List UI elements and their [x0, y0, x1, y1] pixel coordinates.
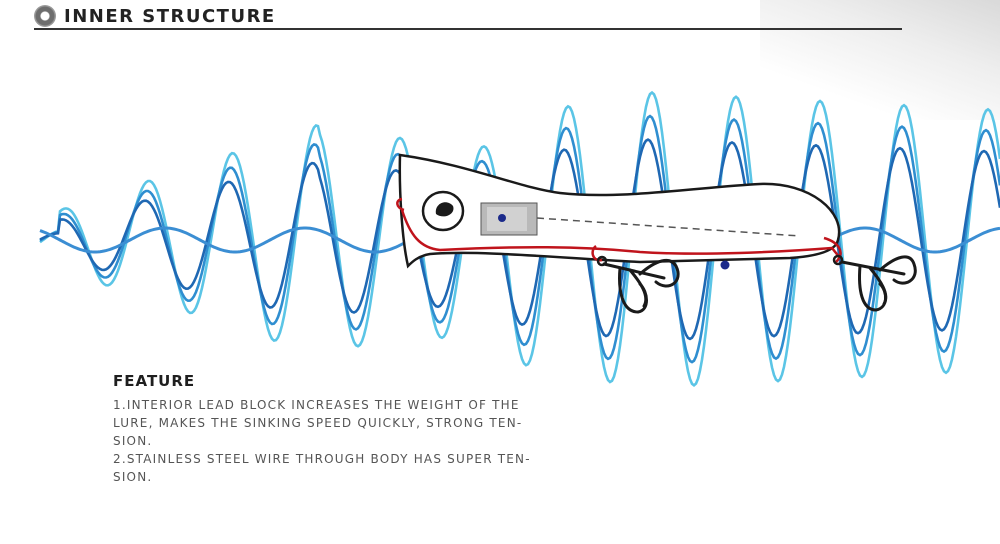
lure-body [396, 153, 842, 270]
line-tie-eye [396, 197, 405, 212]
lure-pupil [435, 202, 454, 217]
steel-wire [400, 209, 841, 259]
treble-hook-belly [596, 255, 680, 314]
feature-line: SION. [113, 470, 153, 484]
feature-line: LURE, MAKES THE SINKING SPEED QUICKLY, S… [113, 416, 523, 430]
ring-icon [34, 5, 56, 27]
sound-wave-dark [39, 138, 1000, 341]
feature-line: 1.INTERIOR LEAD BLOCK INCREASES THE WEIG… [113, 398, 520, 412]
lure-body-outline [398, 153, 841, 269]
feature-section: FEATURE 1.INTERIOR LEAD BLOCK INCREASES … [113, 372, 533, 486]
lead-block-shine [487, 207, 527, 231]
wire-bead [720, 260, 730, 270]
treble-hook-tail [832, 254, 917, 312]
feature-line: 2.STAINLESS STEEL WIRE THROUGH BODY HAS … [113, 452, 531, 466]
section-title: INNER STRUCTURE [64, 5, 276, 27]
header-divider [34, 28, 902, 30]
tail-hook-eye [823, 236, 842, 263]
lead-block-ball [498, 214, 506, 222]
feature-line: SION. [113, 434, 153, 448]
section-header: INNER STRUCTURE [34, 4, 276, 28]
feature-heading: FEATURE [113, 372, 196, 390]
internal-dashed-line [536, 217, 801, 237]
feature-description: 1.INTERIOR LEAD BLOCK INCREASES THE WEIG… [113, 396, 533, 486]
belly-hook-eye [591, 244, 603, 262]
